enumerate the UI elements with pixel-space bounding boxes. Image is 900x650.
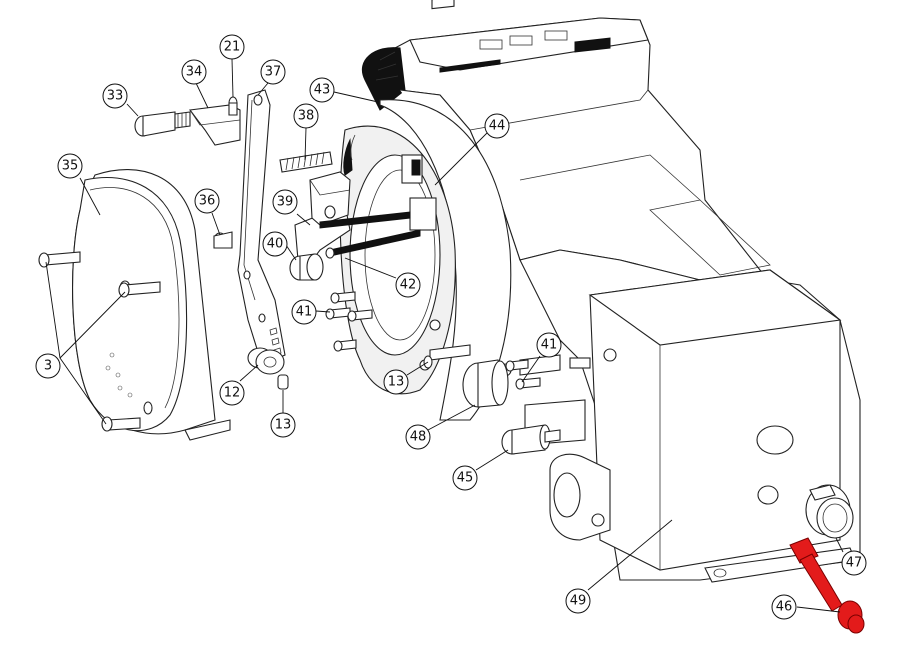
callout-44[interactable]: 44	[484, 113, 510, 139]
svg-text:13: 13	[275, 418, 292, 433]
svg-text:3: 3	[44, 359, 52, 374]
lever-arm-37	[237, 89, 286, 366]
svg-text:21: 21	[224, 40, 241, 55]
spring-38	[279, 151, 333, 173]
cover-disc	[72, 168, 231, 441]
svg-text:41: 41	[541, 338, 558, 353]
svg-text:38: 38	[298, 109, 315, 124]
svg-text:35: 35	[62, 159, 79, 174]
callout-40[interactable]: 40	[262, 231, 288, 257]
screws-41	[325, 291, 541, 390]
callout-12[interactable]: 12	[219, 380, 245, 406]
pin-36	[213, 231, 233, 249]
svg-text:40: 40	[267, 237, 284, 252]
callout-38[interactable]: 38	[293, 103, 319, 129]
callout-45[interactable]: 45	[452, 465, 478, 491]
callout-13b[interactable]: 13	[383, 369, 409, 395]
callout-42[interactable]: 42	[395, 272, 421, 298]
pin-21	[228, 96, 238, 116]
side-plate	[339, 99, 512, 421]
roller-40	[289, 253, 324, 281]
knob-47	[805, 484, 854, 539]
svg-text:36: 36	[199, 194, 216, 209]
callout-37[interactable]: 37	[260, 59, 286, 85]
callout-13a[interactable]: 13	[270, 412, 296, 438]
callout-46[interactable]: 46	[771, 594, 797, 620]
callout-41a[interactable]: 41	[291, 299, 317, 325]
callout-48[interactable]: 48	[405, 424, 431, 450]
svg-text:43: 43	[314, 83, 331, 98]
pulley-48	[462, 359, 509, 408]
callout-43[interactable]: 43	[309, 77, 335, 103]
callout-41b[interactable]: 41	[536, 332, 562, 358]
callout-36[interactable]: 36	[194, 188, 220, 214]
svg-text:49: 49	[570, 594, 587, 609]
svg-text:13: 13	[388, 375, 405, 390]
callout-33[interactable]: 33	[102, 83, 128, 109]
callout-21[interactable]: 21	[219, 34, 245, 60]
svg-text:34: 34	[186, 65, 203, 80]
callout-3[interactable]: 3	[35, 353, 61, 379]
main-housing	[362, 0, 861, 583]
svg-text:48: 48	[410, 430, 427, 445]
svg-text:37: 37	[265, 65, 282, 80]
svg-text:41: 41	[296, 305, 313, 320]
callout-49[interactable]: 49	[565, 588, 591, 614]
svg-text:33: 33	[107, 89, 124, 104]
screws-3	[38, 251, 161, 432]
leader-lines	[45, 58, 844, 613]
callout-47[interactable]: 47	[841, 550, 867, 576]
screw-33	[134, 111, 191, 137]
svg-text:44: 44	[489, 119, 506, 134]
callout-39[interactable]: 39	[272, 189, 298, 215]
svg-text:39: 39	[277, 195, 294, 210]
svg-text:45: 45	[457, 471, 474, 486]
callout-34[interactable]: 34	[181, 59, 207, 85]
svg-text:12: 12	[224, 386, 241, 401]
gear-12	[247, 347, 285, 375]
threaded-rods-42	[319, 211, 421, 259]
svg-text:47: 47	[846, 556, 863, 571]
svg-text:46: 46	[776, 600, 793, 615]
red-key-46	[789, 537, 865, 634]
callouts: 21 34 37 33 43 38 44 35 36 39 40 42 41 3…	[35, 34, 867, 620]
set-screw-13	[277, 374, 289, 390]
svg-text:42: 42	[400, 278, 417, 293]
callout-35[interactable]: 35	[57, 153, 83, 179]
bushing-45	[501, 424, 561, 455]
